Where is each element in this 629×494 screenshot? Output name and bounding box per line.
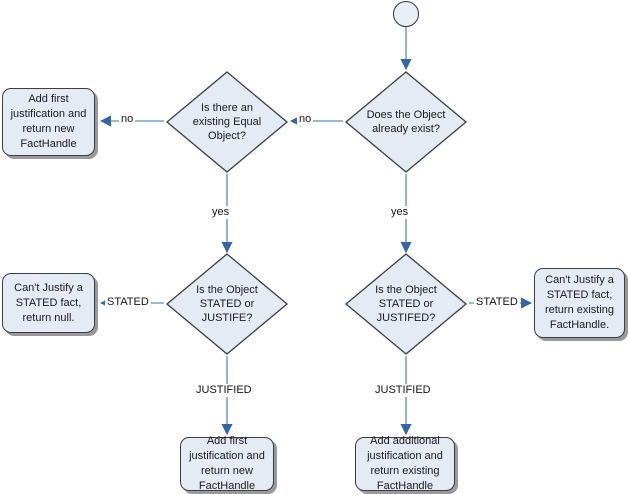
diamond-shape [344, 253, 468, 355]
node-add-first-justification-top[interactable]: Add first justification and return new F… [2, 88, 95, 156]
diamond-shape [165, 71, 289, 173]
node-add-additional-justification-label: Add additional justification and return … [367, 435, 443, 492]
decision-stated-or-justife-label: Is the Object STATED or JUSTIFE? [196, 284, 258, 324]
node-cant-justify-existing-label: Can't Justify a STATED fact, return exis… [544, 274, 615, 331]
node-add-first-justification-bottom[interactable]: Add first justification and return new F… [180, 435, 274, 492]
edge-label-equal-yes: yes [210, 206, 232, 219]
decision-stated-or-justife[interactable]: Is the Object STATED or JUSTIFE? [165, 252, 289, 356]
decision-stated-or-justifed[interactable]: Is the Object STATED or JUSTIFED? [344, 252, 468, 356]
node-add-additional-justification[interactable]: Add additional justification and return … [355, 435, 455, 492]
decision-existing-equal-object[interactable]: Is there an existing Equal Object? [165, 70, 289, 174]
node-cant-justify-existing[interactable]: Can't Justify a STATED fact, return exis… [534, 268, 625, 338]
decision-does-object-exist-label: Does the Object already exist? [366, 109, 446, 135]
diamond-shape [344, 71, 468, 173]
decision-existing-equal-object-label: Is there an existing Equal Object? [192, 102, 262, 142]
start-node[interactable] [393, 1, 419, 27]
edge-label-justifed-justified: JUSTIFIED [373, 384, 433, 397]
edge-label-justifed-stated: STATED [474, 296, 520, 309]
edge-label-exists-yes: yes [389, 206, 411, 219]
diamond-shape [165, 253, 289, 355]
edge-label-exists-no: no [297, 113, 314, 126]
node-add-first-justification-top-label: Add first justification and return new F… [10, 93, 87, 150]
edge-label-justife-justified: JUSTIFIED [194, 384, 254, 397]
node-cant-justify-null-label: Can't Justify a STATED fact, return null… [14, 281, 83, 324]
node-add-first-justification-bottom-label: Add first justification and return new F… [189, 435, 265, 492]
edge-label-equal-no: no [119, 113, 136, 126]
decision-does-object-exist[interactable]: Does the Object already exist? [344, 70, 468, 174]
edge-label-justife-stated: STATED [105, 296, 151, 309]
node-cant-justify-null[interactable]: Can't Justify a STATED fact, return null… [2, 273, 95, 333]
decision-stated-or-justifed-label: Is the Object STATED or JUSTIFED? [375, 284, 437, 324]
